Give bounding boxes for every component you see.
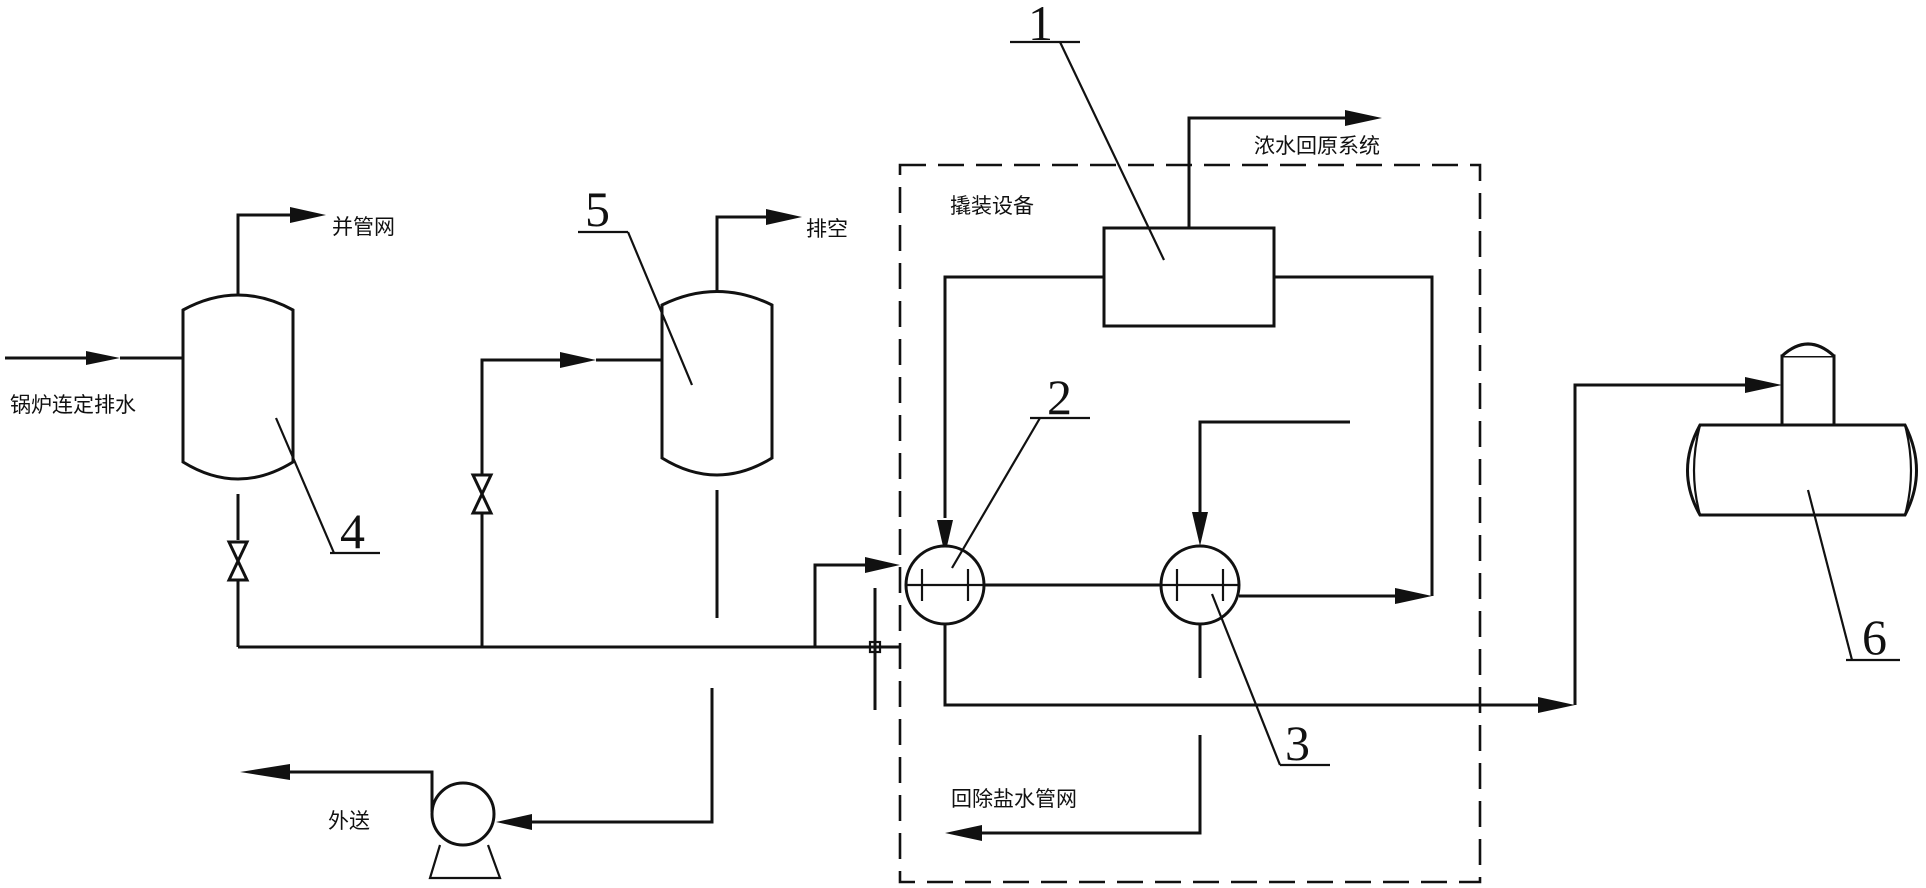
tank-4 (181, 293, 295, 481)
number-5: 5 (585, 181, 610, 237)
unit-1-box (937, 110, 1434, 596)
tank5-bottom-line (496, 490, 719, 830)
label-boiler-blowdown: 锅炉连定排水 (10, 393, 136, 417)
label-export: 外送 (328, 809, 370, 833)
label-concentrate-return: 浓水回原系统 (1254, 134, 1380, 158)
boiler-blowdown-inlet (5, 351, 183, 365)
valve-icon (470, 473, 494, 515)
crossing-line (868, 588, 882, 710)
number-4: 4 (340, 503, 365, 559)
label-return-demin-water: 回除盐水管网 (951, 787, 1077, 811)
number-1: 1 (1028, 0, 1053, 51)
label-skid-equipment: 撬装设备 (950, 194, 1034, 218)
exchanger-2 (904, 544, 986, 626)
tank4-drain-line (226, 494, 250, 647)
label-to-pipe-network: 并管网 (332, 215, 395, 239)
export-pump (240, 764, 502, 880)
tank4-outlet-line (236, 207, 326, 296)
leader-lines (274, 40, 1900, 767)
tank-6 (1686, 342, 1918, 517)
number-2: 2 (1047, 369, 1072, 425)
number-6: 6 (1862, 609, 1887, 665)
collector-header (238, 352, 900, 649)
tank-5 (660, 290, 774, 477)
number-3: 3 (1285, 715, 1310, 771)
exchanger-links (943, 377, 1782, 841)
label-vent: 排空 (806, 217, 848, 241)
valve-icon (226, 540, 250, 582)
tank5-vent-line (715, 209, 802, 292)
exchanger-3 (1159, 544, 1241, 626)
